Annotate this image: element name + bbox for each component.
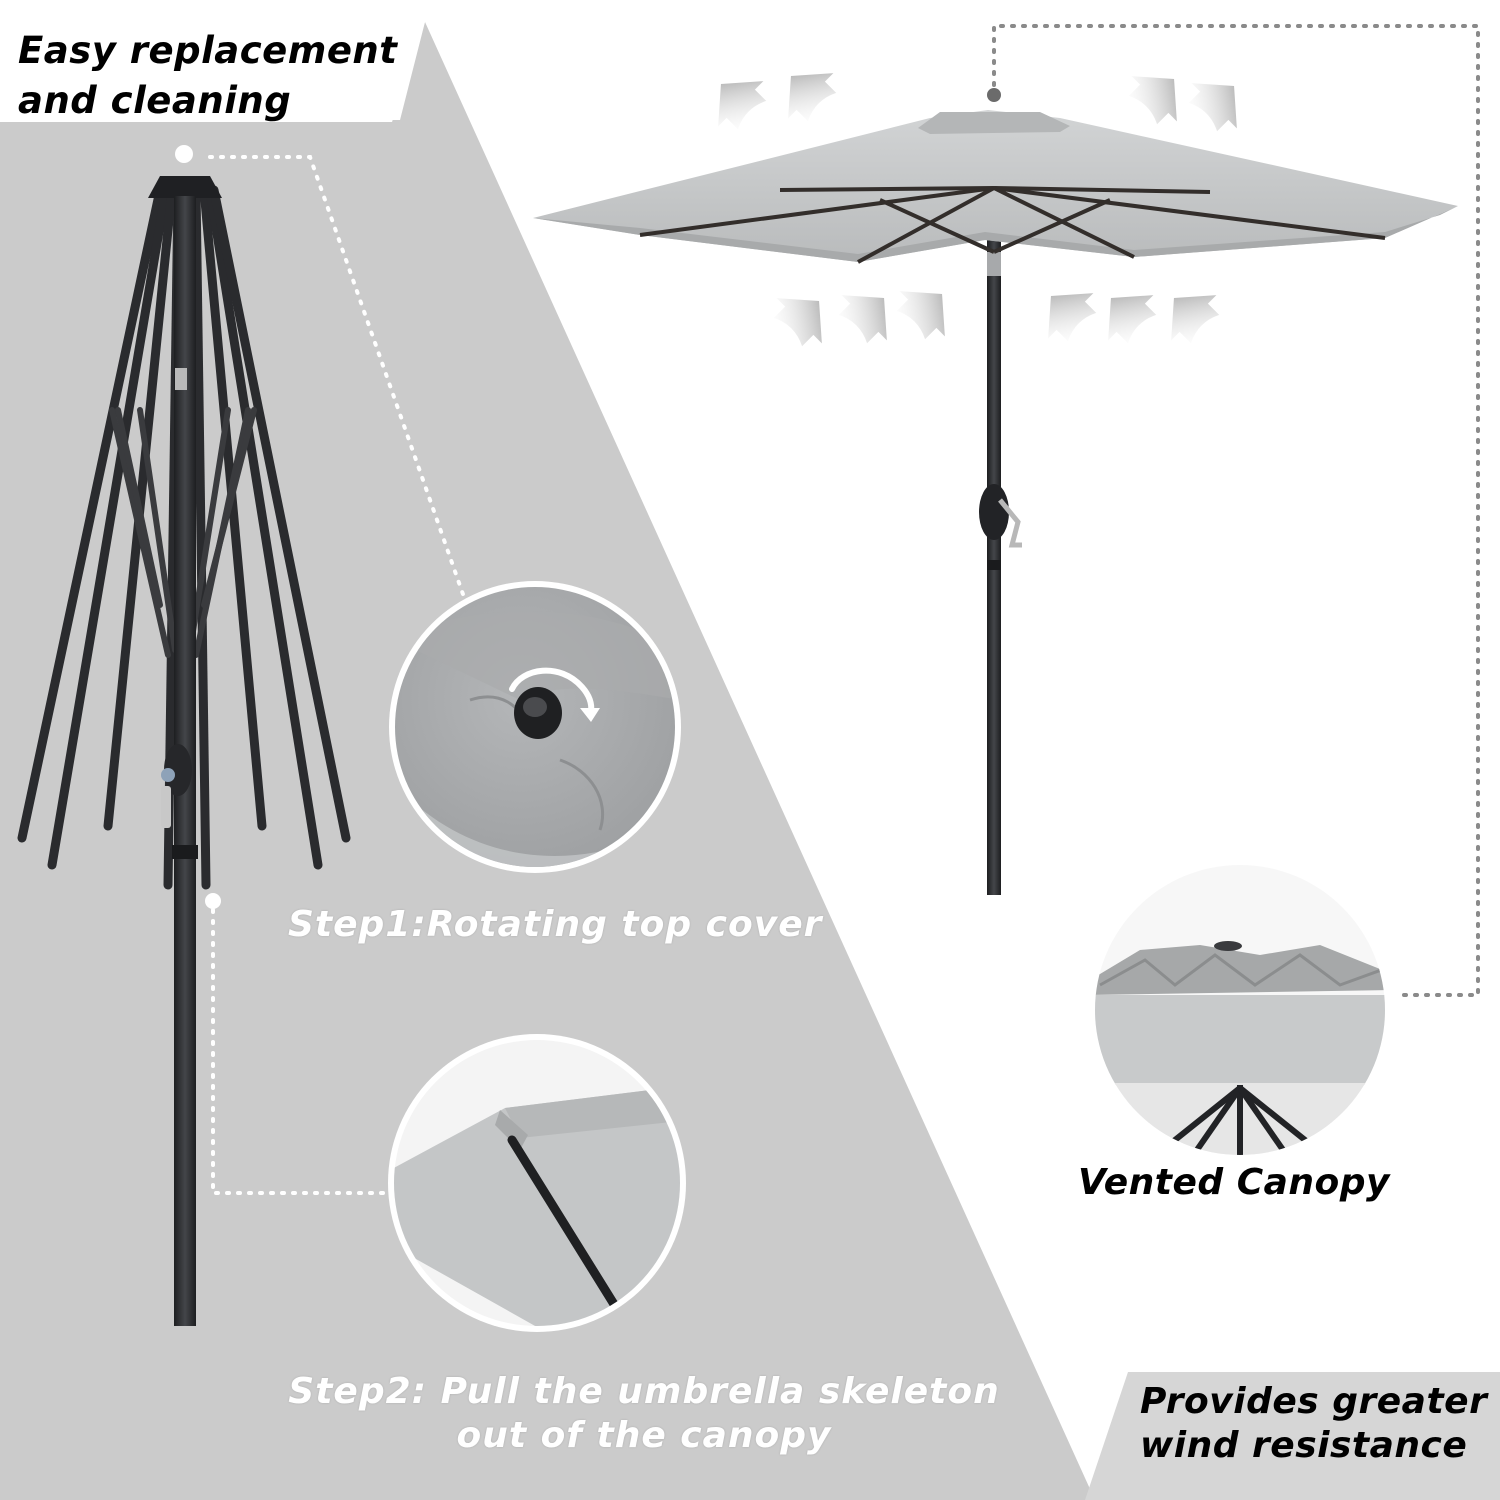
step1-caption: Step1:Rotating top cover	[288, 904, 823, 945]
vented-canopy-caption: Vented Canopy	[1078, 1162, 1391, 1203]
wind-arrow-icon	[718, 81, 767, 130]
wind-arrows	[718, 73, 1237, 347]
wind-resistance-box	[1085, 1372, 1500, 1500]
open-umbrella	[533, 110, 1458, 895]
led-light-icon	[987, 88, 1001, 102]
wind-resistance-caption: Provides greater wind resistance	[1140, 1380, 1487, 1468]
wind-arrow-icon	[896, 291, 945, 340]
closed-umbrella-frame	[17, 176, 351, 1326]
detail-circle-vented-canopy	[1089, 859, 1391, 1161]
detail-circle-skeleton	[388, 1034, 686, 1332]
step2-line-1: Step2: Pull the umbrella skeleton	[288, 1371, 1000, 1412]
wind-arrow-icon	[1048, 293, 1097, 342]
wind-arrow-icon	[1171, 295, 1220, 344]
wind-arrow-icon	[773, 298, 822, 347]
wind-arrow-icon	[1188, 83, 1237, 132]
headline-line-2: and cleaning	[18, 79, 292, 122]
headline-box	[0, 22, 425, 122]
step2-line-2: out of the canopy	[456, 1415, 832, 1456]
wind-arrow-icon	[838, 295, 887, 344]
wind-arrow-icon	[788, 73, 837, 122]
wind-arrow-icon	[1128, 76, 1177, 125]
led-light-icon	[175, 145, 193, 163]
rotate-arrow-icon	[509, 667, 600, 722]
wind-line-1: Provides greater	[1140, 1381, 1488, 1422]
headline-line-1: Easy replacement	[18, 29, 398, 72]
wind-arrow-icon	[1108, 295, 1157, 344]
wind-line-2: wind resistance	[1140, 1425, 1468, 1466]
headline: Easy replacement and cleaning	[18, 26, 397, 126]
detail-circle-top-cover	[389, 581, 681, 873]
step2-caption: Step2: Pull the umbrella skeleton out of…	[288, 1370, 1000, 1458]
led-light-icon	[205, 893, 221, 909]
